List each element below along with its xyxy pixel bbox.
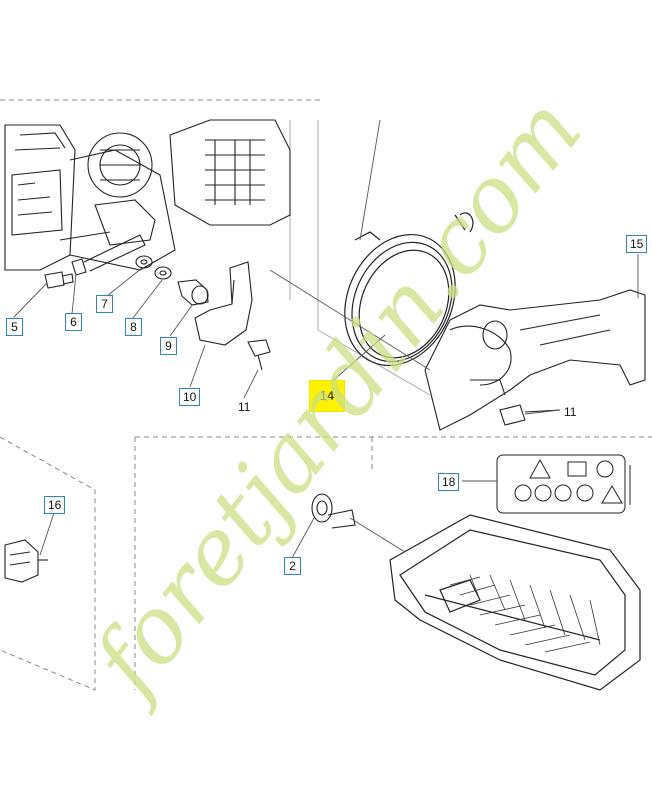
connector-16 (4, 539, 48, 583)
callout-6: 6 (65, 313, 82, 331)
starter-cover-grille (449, 574, 601, 653)
callout-9: 9 (160, 337, 177, 355)
callout-11-left: 11 (238, 400, 251, 414)
callout-8: 8 (125, 318, 142, 336)
assembly-boundaries (0, 99, 652, 691)
starter-cover (389, 514, 641, 691)
callout-11-right: 11 (564, 405, 577, 419)
callout-7: 7 (96, 295, 113, 313)
callout-2: 2 (284, 557, 301, 575)
starter-housing (424, 289, 646, 431)
pulley-2 (311, 493, 356, 529)
leader-lines (13, 119, 639, 559)
callout-14: 14 (309, 380, 345, 412)
callout-16: 16 (44, 496, 66, 514)
small-parts (44, 234, 271, 371)
recoil-spring (344, 212, 474, 367)
warning-label (496, 454, 631, 514)
callout-18: 18 (438, 473, 460, 491)
callout-10: 10 (179, 388, 201, 406)
callout-15: 15 (626, 235, 648, 253)
engine-block (4, 119, 291, 271)
callout-5: 5 (6, 318, 23, 336)
